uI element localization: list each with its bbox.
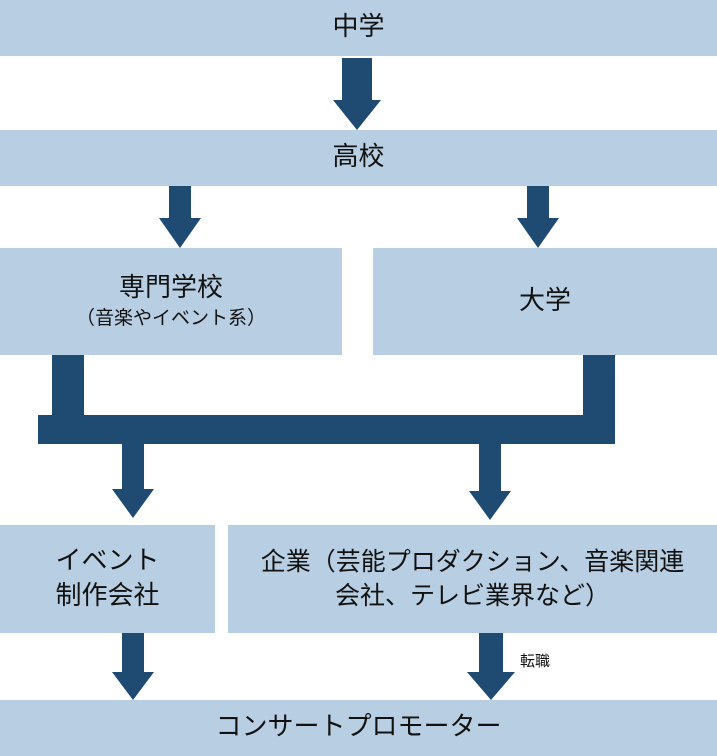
arrow-down-icon	[517, 186, 559, 248]
node-vocational-school: 専門学校 （音楽やイベント系）	[0, 248, 342, 355]
node-label: 大学	[518, 285, 571, 316]
node-label: コンサートプロモーター	[215, 712, 502, 743]
node-label: 企業（芸能プロダクション、音楽関連	[260, 547, 685, 577]
connector-right	[583, 355, 615, 417]
job-change-label: 転職	[520, 652, 551, 670]
node-label: 会社、テレビ業界など）	[334, 581, 610, 610]
node-label: イベント	[55, 545, 160, 576]
node-concert-promoter: コンサートプロモーター	[0, 700, 717, 756]
arrow-down-icon	[469, 443, 511, 520]
node-university: 大学	[373, 248, 717, 355]
arrow-down-icon	[112, 633, 154, 700]
node-label: 専門学校	[118, 273, 223, 304]
node-label: 制作会社	[55, 581, 160, 611]
connector-horizontal	[38, 415, 615, 444]
node-label: 高校	[332, 142, 385, 173]
arrow-down-icon	[467, 633, 515, 700]
node-sublabel: （音楽やイベント系）	[75, 307, 266, 330]
node-high-school: 高校	[0, 130, 717, 186]
arrow-down-icon	[159, 186, 201, 248]
arrow-down-icon	[333, 58, 381, 130]
arrow-down-icon	[112, 441, 154, 518]
connector-left	[52, 355, 84, 417]
node-junior-high: 中学	[0, 0, 717, 56]
node-event-company: イベント制作会社	[0, 525, 215, 633]
node-label: 中学	[332, 12, 385, 43]
node-corporate: 企業（芸能プロダクション、音楽関連会社、テレビ業界など）	[228, 525, 717, 633]
